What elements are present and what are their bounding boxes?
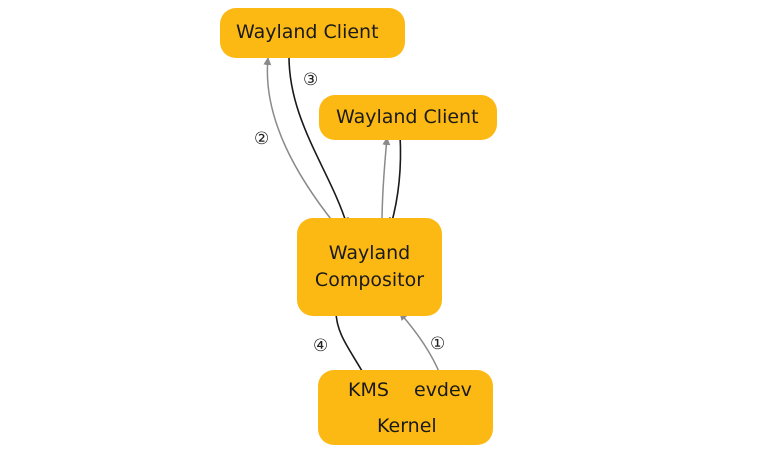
step-label-4: ④ [313,336,329,356]
node-compositor-label-line2: Compositor [314,269,425,291]
node-kernel-kms-label: KMS [348,379,389,401]
edge-step2-compositor-to-client-top [263,57,335,224]
step-label-1: ① [430,334,446,354]
node-kernel-label: Kernel [377,415,437,437]
edge-step4-compositor-to-kms [335,310,367,379]
node-compositor-label-line1: Wayland [328,242,411,264]
step-label-3: ③ [303,70,319,90]
step-label-2: ② [254,129,270,149]
node-kernel-evdev-label: evdev [414,379,472,401]
edge-client-right-to-compositor [389,134,402,226]
node-wayland-client-top: Wayland Client [220,8,405,58]
node-kernel: KMS evdev Kernel [318,370,493,445]
edge-compositor-to-client-right [381,137,391,224]
edge-step1-evdev-to-compositor [399,312,441,375]
node-wayland-compositor: Wayland Compositor [297,218,442,316]
node-wayland-client-top-label: Wayland Client [236,21,379,43]
node-wayland-client-right-label: Wayland Client [336,106,479,128]
node-wayland-client-right: Wayland Client [319,95,497,140]
edge-step3-client-top-to-compositor [288,53,349,226]
